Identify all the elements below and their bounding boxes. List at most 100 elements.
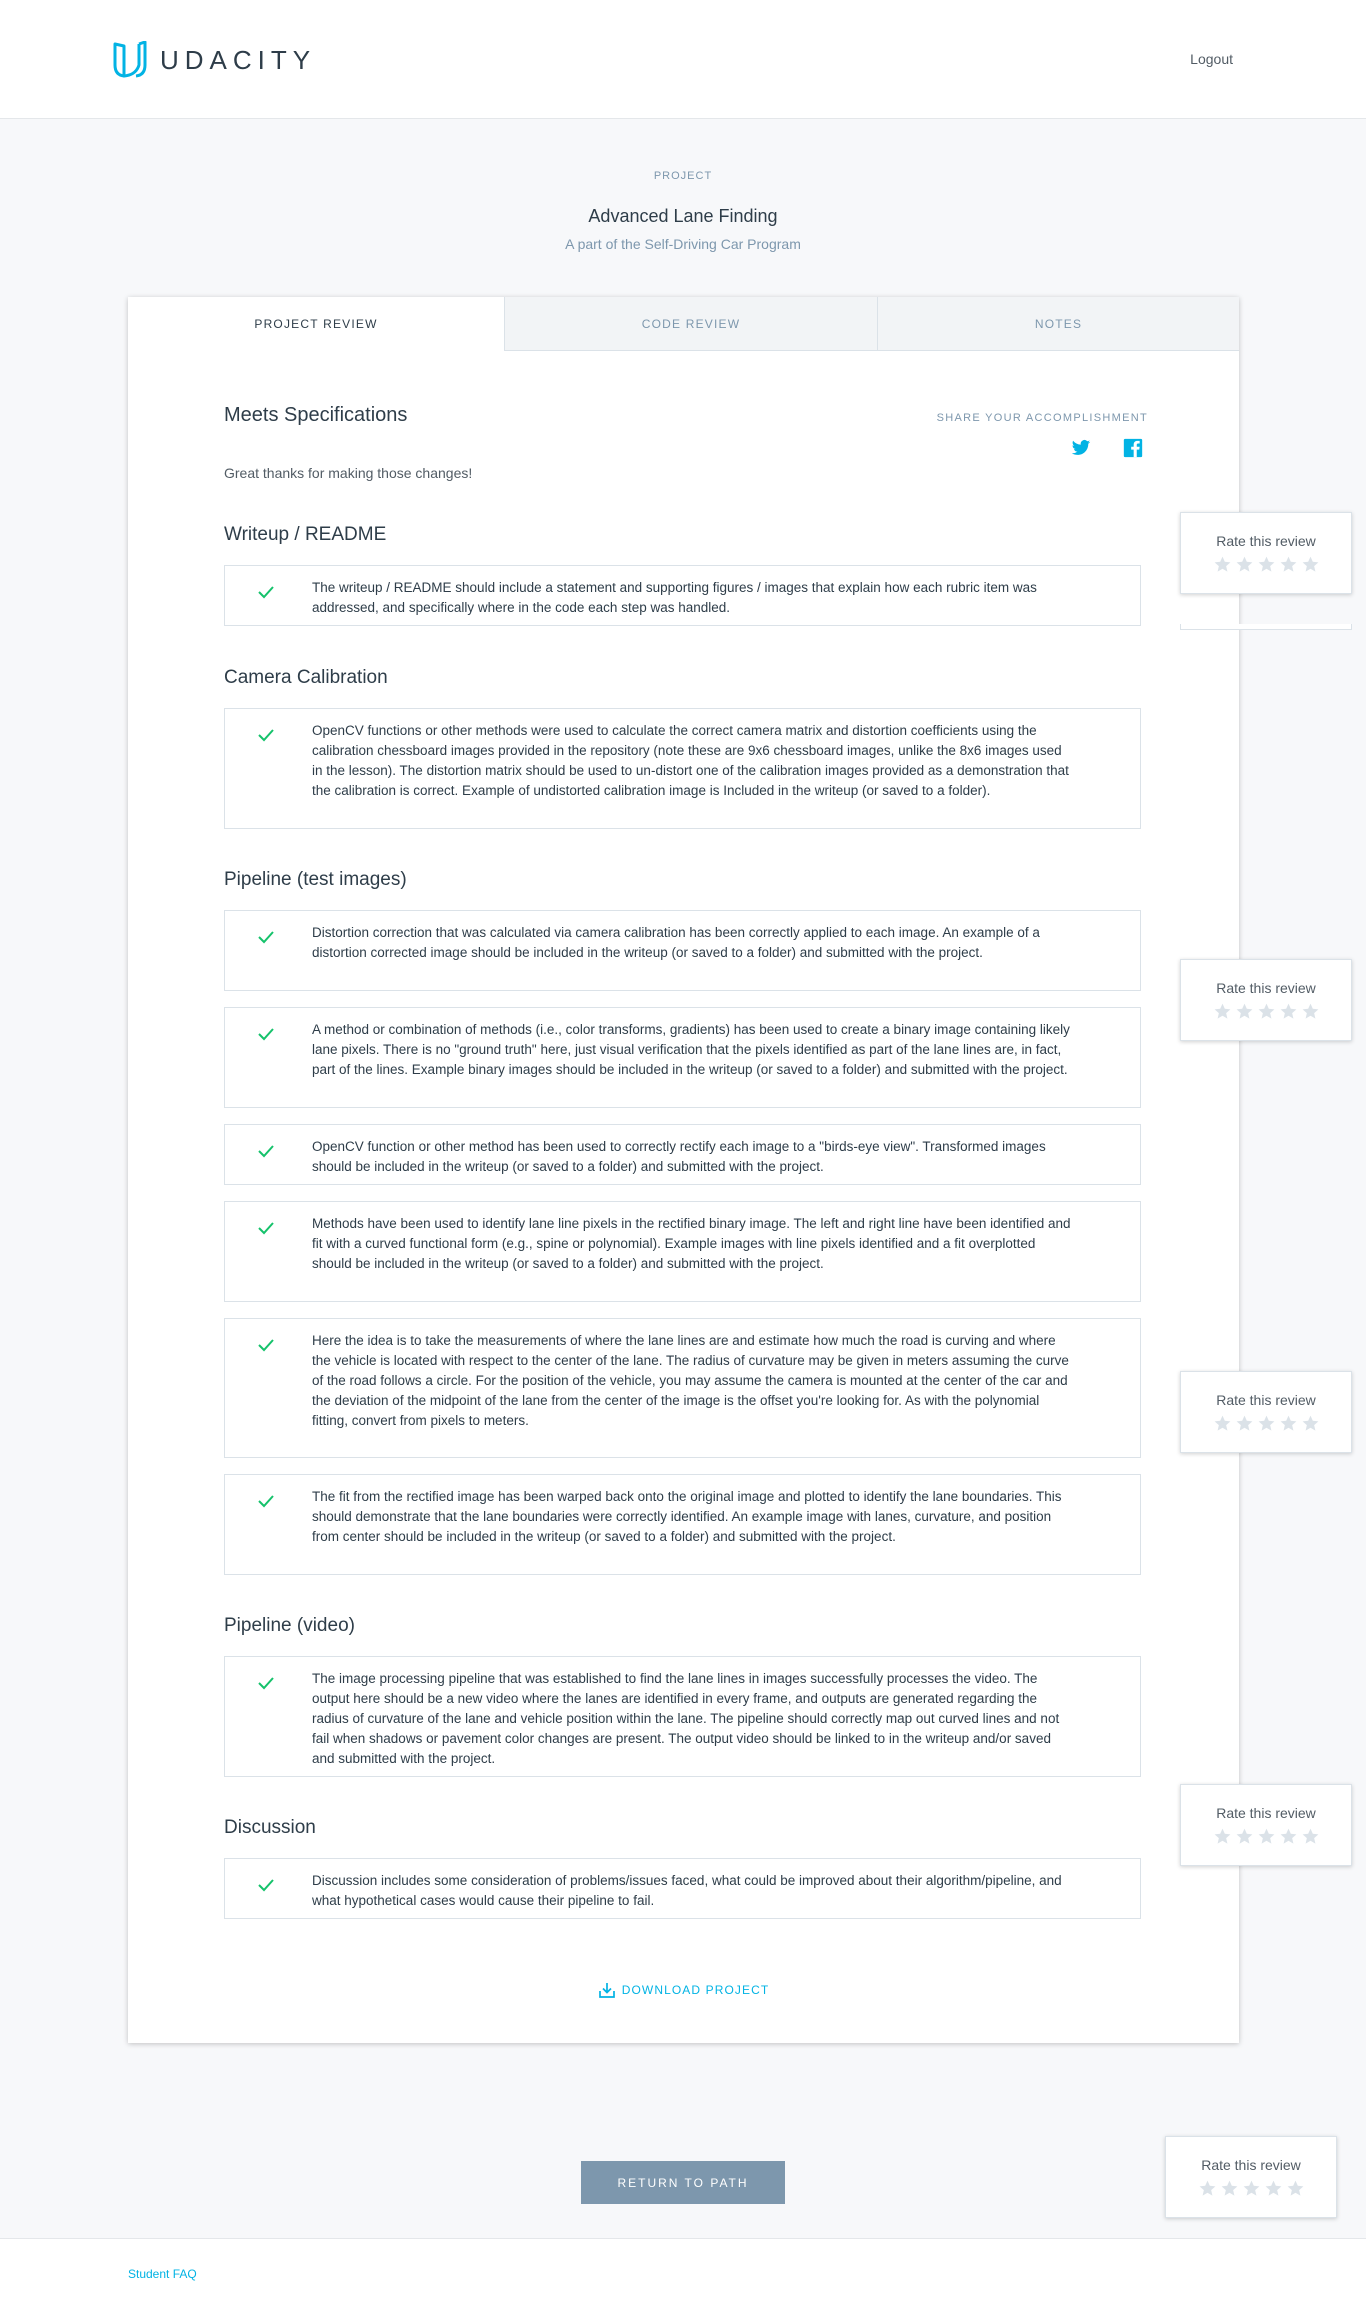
- rate-review-widget: Rate this review: [1165, 2136, 1337, 2218]
- check-icon: [258, 1677, 274, 1690]
- star-icon[interactable]: [1257, 1414, 1276, 1433]
- project-kicker: PROJECT: [653, 170, 713, 182]
- star-icon[interactable]: [1198, 2179, 1217, 2198]
- section-title-pipeline-video: Pipeline (video): [224, 1615, 355, 1636]
- rate-label: Rate this review: [1216, 533, 1316, 549]
- criterion-row: OpenCV function or other method has been…: [224, 1124, 1141, 1185]
- criterion-text: Distortion correction that was calculate…: [312, 925, 1040, 960]
- check-icon: [258, 1222, 274, 1235]
- criterion-row: Discussion includes some consideration o…: [224, 1858, 1141, 1919]
- criterion-row: OpenCV functions or other methods were u…: [224, 708, 1141, 829]
- check-icon: [258, 1145, 274, 1158]
- star-icon[interactable]: [1213, 555, 1232, 574]
- criterion-row: The writeup / README should include a st…: [224, 565, 1141, 626]
- criterion-text: OpenCV function or other method has been…: [312, 1139, 1046, 1174]
- criterion-text: Discussion includes some consideration o…: [312, 1873, 1062, 1908]
- review-tabs: PROJECT REVIEW CODE REVIEW NOTES: [128, 297, 1239, 351]
- rate-review-widget: Rate this review: [1180, 959, 1352, 1041]
- rate-label: Rate this review: [1216, 1805, 1316, 1821]
- star-rating: [1166, 2179, 1336, 2198]
- review-card: PROJECT REVIEW CODE REVIEW NOTES Meets S…: [128, 297, 1239, 2043]
- star-icon[interactable]: [1257, 555, 1276, 574]
- section-title-camera-calibration: Camera Calibration: [224, 667, 388, 688]
- star-icon[interactable]: [1235, 1002, 1254, 1021]
- rate-label: Rate this review: [1216, 1392, 1316, 1408]
- star-rating: [1181, 1414, 1351, 1433]
- tab-code-review[interactable]: CODE REVIEW: [504, 297, 877, 351]
- check-icon: [258, 586, 274, 599]
- star-icon[interactable]: [1257, 1827, 1276, 1846]
- udacity-logo-icon: [113, 41, 147, 78]
- star-rating: [1181, 1827, 1351, 1846]
- share-label: SHARE YOUR ACCOMPLISHMENT: [936, 412, 1148, 424]
- section-title-discussion: Discussion: [224, 1817, 316, 1838]
- star-icon[interactable]: [1279, 1002, 1298, 1021]
- site-footer: Student FAQ: [0, 2238, 1366, 2299]
- check-icon: [258, 1028, 274, 1041]
- tab-project-review[interactable]: PROJECT REVIEW: [128, 297, 504, 351]
- criterion-text: Methods have been used to identify lane …: [312, 1216, 1071, 1271]
- criterion-text: A method or combination of methods (i.e.…: [312, 1022, 1070, 1077]
- rate-widget-shadow: [1180, 624, 1352, 630]
- criterion-text: The writeup / README should include a st…: [312, 580, 1037, 615]
- star-icon[interactable]: [1279, 1414, 1298, 1433]
- criterion-row: A method or combination of methods (i.e.…: [224, 1007, 1141, 1108]
- criterion-text: OpenCV functions or other methods were u…: [312, 723, 1069, 798]
- star-rating: [1181, 1002, 1351, 1021]
- rate-label: Rate this review: [1201, 2157, 1301, 2173]
- criterion-row: The image processing pipeline that was e…: [224, 1656, 1141, 1777]
- criterion-row: Here the idea is to take the measurement…: [224, 1318, 1141, 1458]
- check-icon: [258, 1339, 274, 1352]
- download-project-link[interactable]: DOWNLOAD PROJECT: [128, 1981, 1239, 1999]
- tab-notes[interactable]: NOTES: [877, 297, 1239, 351]
- criterion-row: Distortion correction that was calculate…: [224, 910, 1141, 991]
- facebook-icon[interactable]: [1123, 438, 1143, 458]
- download-icon: [598, 1983, 615, 1998]
- star-icon[interactable]: [1286, 2179, 1305, 2198]
- share-icons: [1071, 438, 1143, 458]
- star-icon[interactable]: [1264, 2179, 1283, 2198]
- star-icon[interactable]: [1257, 1002, 1276, 1021]
- star-icon[interactable]: [1213, 1414, 1232, 1433]
- site-header: UDACITY Logout: [0, 0, 1366, 119]
- star-icon[interactable]: [1301, 1414, 1320, 1433]
- criterion-row: The fit from the rectified image has bee…: [224, 1474, 1141, 1575]
- check-icon: [258, 729, 274, 742]
- star-icon[interactable]: [1279, 555, 1298, 574]
- criterion-row: Methods have been used to identify lane …: [224, 1201, 1141, 1302]
- check-icon: [258, 1495, 274, 1508]
- star-icon[interactable]: [1235, 1414, 1254, 1433]
- star-icon[interactable]: [1213, 1827, 1232, 1846]
- check-icon: [258, 931, 274, 944]
- section-title-writeup: Writeup / README: [224, 524, 387, 545]
- udacity-logo[interactable]: UDACITY: [112, 41, 316, 79]
- star-icon[interactable]: [1301, 555, 1320, 574]
- criterion-text: The image processing pipeline that was e…: [312, 1671, 1060, 1766]
- star-icon[interactable]: [1235, 1827, 1254, 1846]
- star-icon[interactable]: [1213, 1002, 1232, 1021]
- rate-label: Rate this review: [1216, 980, 1316, 996]
- project-title: Advanced Lane Finding: [588, 206, 778, 226]
- criterion-text: Here the idea is to take the measurement…: [312, 1333, 1069, 1428]
- star-icon[interactable]: [1220, 2179, 1239, 2198]
- download-label: DOWNLOAD PROJECT: [621, 1983, 770, 1997]
- logo-text: UDACITY: [160, 44, 317, 75]
- return-to-path-button[interactable]: RETURN TO PATH: [581, 2161, 785, 2204]
- star-icon[interactable]: [1242, 2179, 1261, 2198]
- twitter-icon[interactable]: [1071, 438, 1091, 458]
- star-icon[interactable]: [1235, 555, 1254, 574]
- star-icon[interactable]: [1279, 1827, 1298, 1846]
- check-icon: [258, 1879, 274, 1892]
- student-faq-link[interactable]: Student FAQ: [128, 2267, 197, 2281]
- rate-review-widget: Rate this review: [1180, 512, 1352, 594]
- section-title-pipeline-test-images: Pipeline (test images): [224, 869, 407, 890]
- star-icon[interactable]: [1301, 1002, 1320, 1021]
- criterion-text: The fit from the rectified image has bee…: [312, 1489, 1062, 1544]
- project-heading: PROJECT Advanced Lane Finding A part of …: [0, 170, 1366, 252]
- star-icon[interactable]: [1301, 1827, 1320, 1846]
- rate-review-widget: Rate this review: [1180, 1371, 1352, 1453]
- rate-review-widget: Rate this review: [1180, 1784, 1352, 1866]
- review-status: Meets Specifications: [224, 404, 408, 426]
- logout-link[interactable]: Logout: [1190, 51, 1233, 67]
- project-subtitle: A part of the Self-Driving Car Program: [565, 236, 801, 252]
